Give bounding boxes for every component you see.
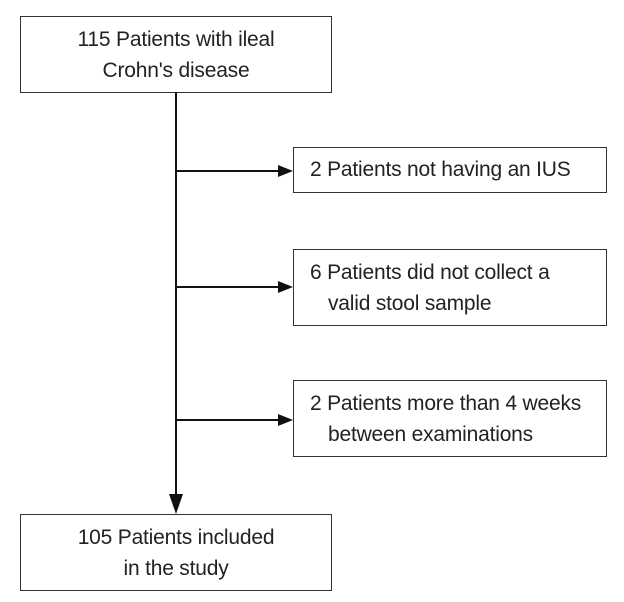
- end-box-line-1: 105 Patients included: [77, 526, 275, 549]
- exclusion-box-3: 2 Patients more than 4 weeks between exa…: [293, 380, 607, 457]
- exclusion-arrowhead-1: [278, 165, 293, 177]
- start-box-line-2: Crohn's disease: [102, 59, 250, 82]
- exclusion-box-1: 2 Patients not having an IUS: [293, 147, 607, 193]
- end-box: 105 Patients included in the study: [20, 514, 332, 591]
- main-flow-arrowhead: [169, 494, 183, 514]
- exclusion-box-2-line-2: valid stool sample: [328, 292, 492, 315]
- exclusion-arrowhead-3: [278, 414, 293, 426]
- exclusion-box-3-line-1: 2 Patients more than 4 weeks: [310, 392, 582, 415]
- start-box-line-1: 115 Patients with ileal: [77, 28, 275, 51]
- exclusion-box-2-line-1: 6 Patients did not collect a: [310, 261, 550, 284]
- start-box: 115 Patients with ileal Crohn's disease: [20, 16, 332, 93]
- exclusion-arrowhead-2: [278, 281, 293, 293]
- end-box-line-2: in the study: [123, 557, 229, 580]
- exclusion-box-1-line-1: 2 Patients not having an IUS: [310, 158, 571, 181]
- exclusion-box-2: 6 Patients did not collect a valid stool…: [293, 249, 607, 326]
- exclusion-box-3-line-2: between examinations: [328, 423, 533, 446]
